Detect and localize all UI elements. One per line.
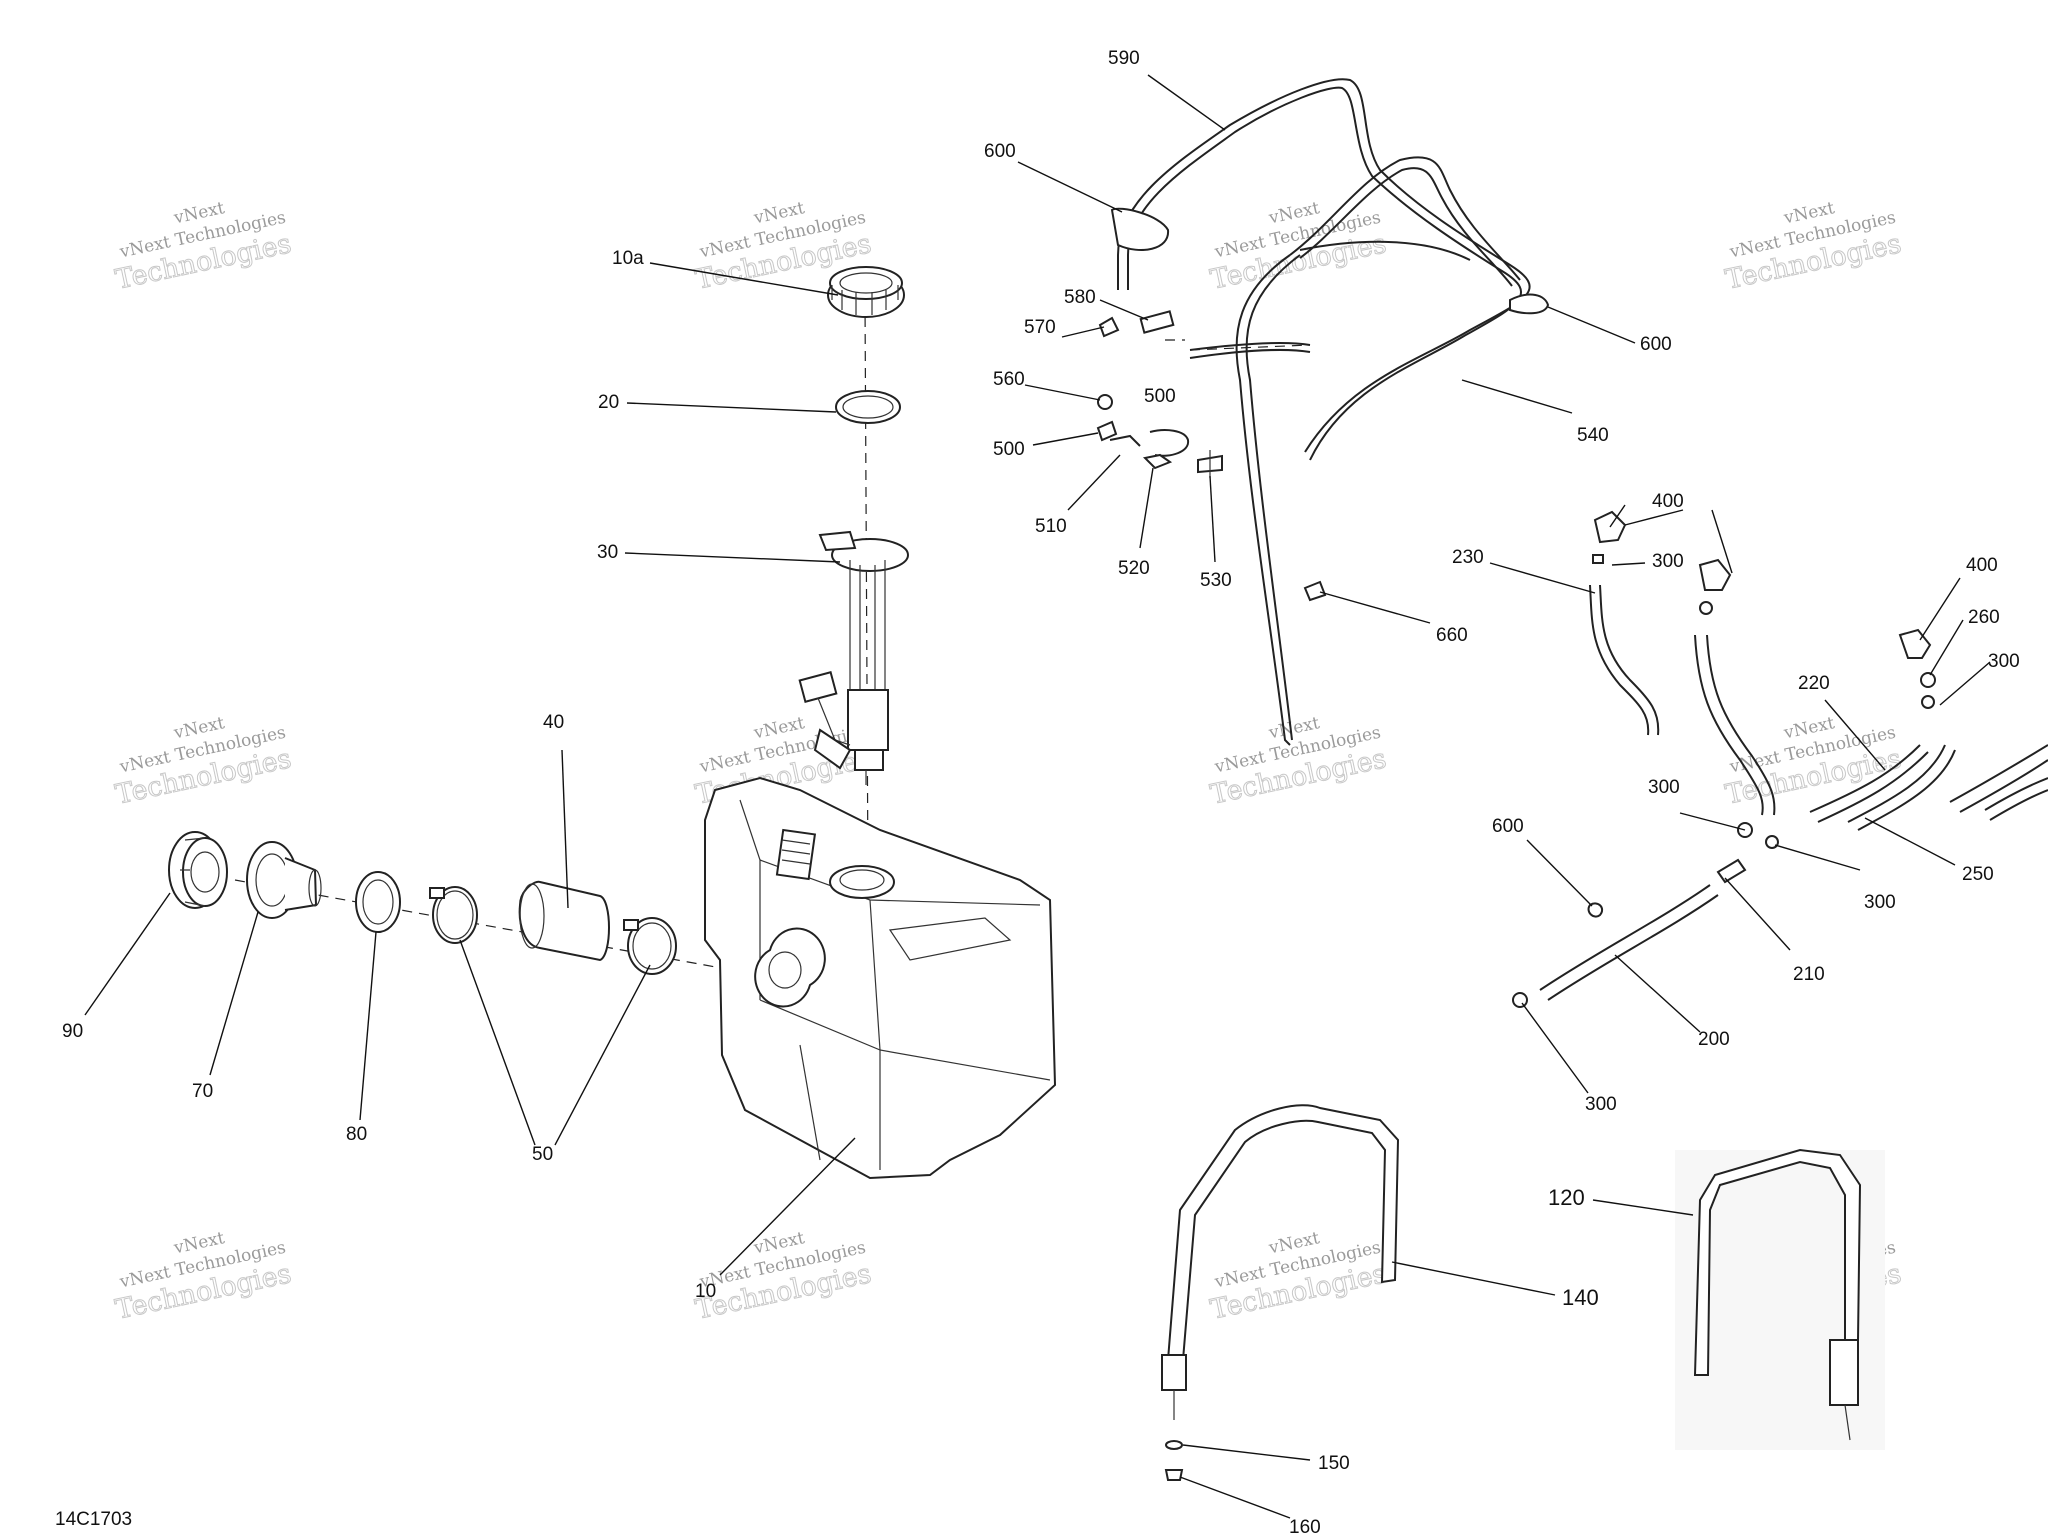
- callout-570: 570: [1024, 317, 1056, 338]
- watermarks: vNext vNext Technologies Technologies vN…: [112, 198, 1904, 1326]
- callout-250: 250: [1962, 864, 1994, 885]
- watermark: vNext vNext Technologies Technologies: [1207, 713, 1389, 811]
- fuel-pump: [798, 530, 909, 785]
- callout-10: 10: [695, 1281, 716, 1302]
- callout-40: 40: [543, 712, 564, 733]
- callout-20: 20: [598, 392, 619, 413]
- callout-500-right: 500: [1144, 386, 1176, 407]
- vent-hoses: [1096, 78, 1550, 746]
- hose-axis: [1189, 344, 1311, 351]
- callout-150: 150: [1318, 1453, 1350, 1474]
- callout-590: 590: [1108, 48, 1140, 69]
- callout-300-upper: 300: [1652, 551, 1684, 572]
- callout-230: 230: [1452, 547, 1484, 568]
- callout-500-left: 500: [993, 439, 1025, 460]
- callout-160: 160: [1289, 1517, 1321, 1536]
- callout-labels: 10a 20 30 40 50 90 70 80 10 590 600 580 …: [55, 48, 2020, 1536]
- callout-530: 530: [1200, 570, 1232, 591]
- tank-strap-140: [1161, 1104, 1400, 1481]
- fuel-tank: [704, 776, 1057, 1180]
- clamp-left: [429, 886, 478, 944]
- filler-neck: [246, 841, 322, 919]
- callout-600-lower: 600: [1492, 816, 1524, 837]
- callout-660: 660: [1436, 625, 1468, 646]
- callout-260: 260: [1968, 607, 2000, 628]
- callout-400-left: 400: [1652, 491, 1684, 512]
- callout-400-right: 400: [1966, 555, 1998, 576]
- callout-300-mid: 300: [1648, 777, 1680, 798]
- callout-300-bottom: 300: [1585, 1094, 1617, 1115]
- callout-200: 200: [1698, 1029, 1730, 1050]
- callout-520: 520: [1118, 558, 1150, 579]
- gasket: [835, 390, 901, 424]
- callout-120: 120: [1548, 1185, 1585, 1210]
- callout-560: 560: [993, 369, 1025, 390]
- filler-hose: [518, 880, 610, 962]
- callout-220: 220: [1798, 673, 1830, 694]
- callout-210: 210: [1793, 964, 1825, 985]
- grommet: [355, 871, 401, 933]
- diagram-id: 14C1703: [55, 1509, 132, 1530]
- tank-strap-120: [1675, 1148, 1885, 1450]
- clamp-right: [623, 917, 677, 975]
- callout-90: 90: [62, 1021, 83, 1042]
- watermark: vNext vNext Technologies Technologies: [1722, 713, 1904, 811]
- watermark: vNext vNext Technologies Technologies: [1722, 198, 1904, 296]
- fuel-lines: [1512, 510, 2048, 1008]
- callout-80: 80: [346, 1124, 367, 1145]
- callout-300-right: 300: [1988, 651, 2020, 672]
- watermark: vNext vNext Technologies Technologies: [692, 1228, 874, 1326]
- callout-540: 540: [1577, 425, 1609, 446]
- callout-30: 30: [597, 542, 618, 563]
- callout-580: 580: [1064, 287, 1096, 308]
- fuel-cap: [168, 831, 228, 909]
- callout-600-top: 600: [984, 141, 1016, 162]
- watermark: vNext vNext Technologies Technologies: [112, 198, 294, 296]
- callout-510: 510: [1035, 516, 1067, 537]
- vertical-axis: [864, 299, 869, 881]
- leader-lines: [84, 74, 1991, 1519]
- lock-ring: [827, 266, 905, 318]
- callout-300-lower-right: 300: [1864, 892, 1896, 913]
- pump-opening: [829, 865, 895, 899]
- callout-10a: 10a: [612, 248, 644, 269]
- watermark: vNext vNext Technologies Technologies: [112, 713, 294, 811]
- watermark: vNext vNext Technologies Technologies: [1207, 1228, 1389, 1326]
- watermark: vNext vNext Technologies Technologies: [112, 1228, 294, 1326]
- callout-140: 140: [1562, 1285, 1599, 1310]
- callout-70: 70: [192, 1081, 213, 1102]
- callout-50: 50: [532, 1144, 553, 1165]
- callout-600-right: 600: [1640, 334, 1672, 355]
